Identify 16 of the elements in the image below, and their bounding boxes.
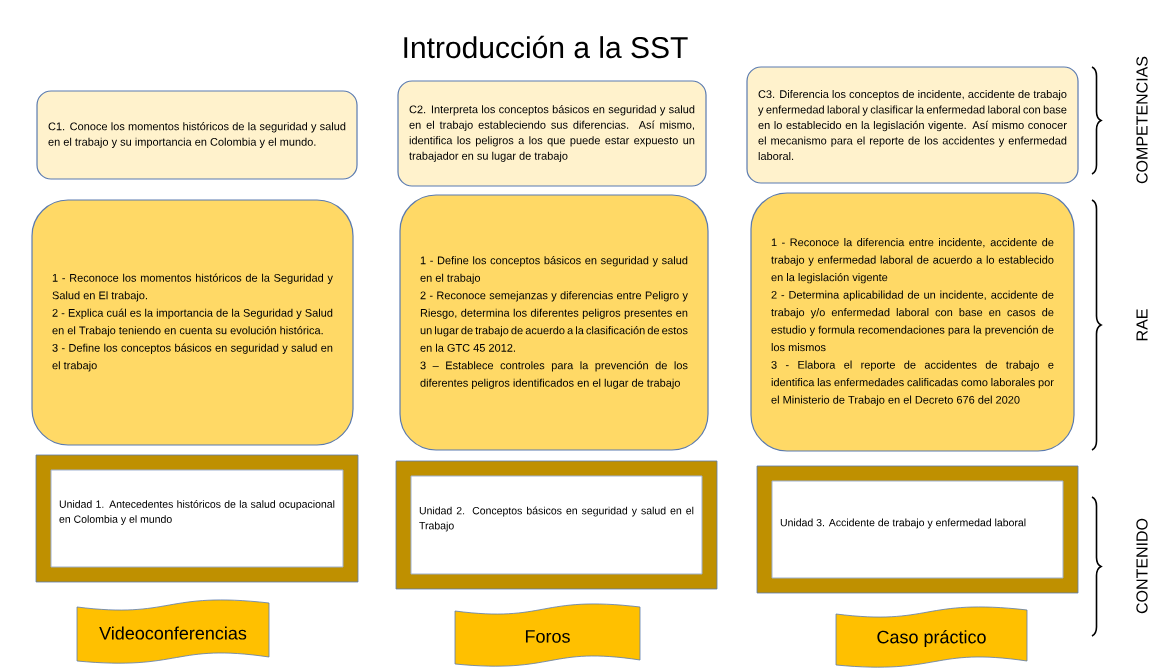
unit-box: Unidad 3. Accidente de trabajo y enfermedad laboral (756, 465, 1079, 594)
unit-box: Unidad 2. Conceptos básicos en seguridad y salud en el Trabajo (395, 460, 718, 590)
banner: Videoconferencias (76, 599, 270, 664)
section-label: COMPETENCIAS (1136, 56, 1148, 184)
outcome-box: 1 - Reconoce la diferencia entre incidente, accidente de trabajo y enfermedad laboral de acuerdo a lo establecido en la legislación vigente 2 - Determina aplicabilidad de un incidente, accidente de trabajo y/o enfermedad laboral con base en casos de estudio y formula recomendaciones para la prevención de los mismos 3 - Elabora el reporte de accidentes de trabajo e identifica las enfermedades calificadas como laborales por el Ministerio de Trabajo en el Decreto 676 del 2020 (750, 192, 1075, 452)
unit-box: Unidad 1. Antecedentes históricos de la salud ocupacional en Colombia y el mundo (35, 454, 359, 583)
section-label: CONTENIDO (1136, 518, 1148, 614)
section-label: RAE (1136, 309, 1148, 341)
outcome-box: 1 - Define los conceptos básicos en seguridad y salud en el trabajo 2 - Reconoce semejanzas y diferencias entre Peligro y Riesgo, determina los diferentes peligros presentes en un lugar de trabajo de acuerdo a la clasificación de estos en la GTC 45 2012. 3 – Establece controles para la prevención de los diferentes peligros identificados en el lugar de trabajo (399, 194, 709, 451)
competence-box: C2. Interpreta los conceptos básicos en seguridad y salud en el trabajo estableciendo sus diferencias. Así mismo, identifica los peligros a los que puede estar expuesto un trabajador en su lugar de trabajo (397, 80, 707, 187)
title: Introducción a la SST (404, 35, 688, 59)
competence-box: C3. Diferencia los conceptos de incidente, accidente de trabajo y enfermedad laboral y clasificar la enfermedad laboral con base en lo establecido en la legislación vigente. Así mismo conocer el mecanismo para el reporte de los accidentes y enfermedad laboral. (746, 66, 1079, 184)
outcome-box: 1 - Reconoce los momentos históricos de la Seguridad y Salud en El trabajo. 2 - Explica cuál es la importancia de la Seguridad y Salud en el Trabajo teniendo en cuenta su evolución histórica. 3 - Define los conceptos básicos en seguridad y salud en el trabajo (31, 199, 354, 446)
banner: Caso práctico (835, 606, 1028, 668)
competence-box: C1. Conoce los momentos históricos de la seguridad y salud en el trabajo y su importancia en Colombia y el mundo. (36, 90, 358, 180)
banner: Foros (454, 603, 641, 667)
